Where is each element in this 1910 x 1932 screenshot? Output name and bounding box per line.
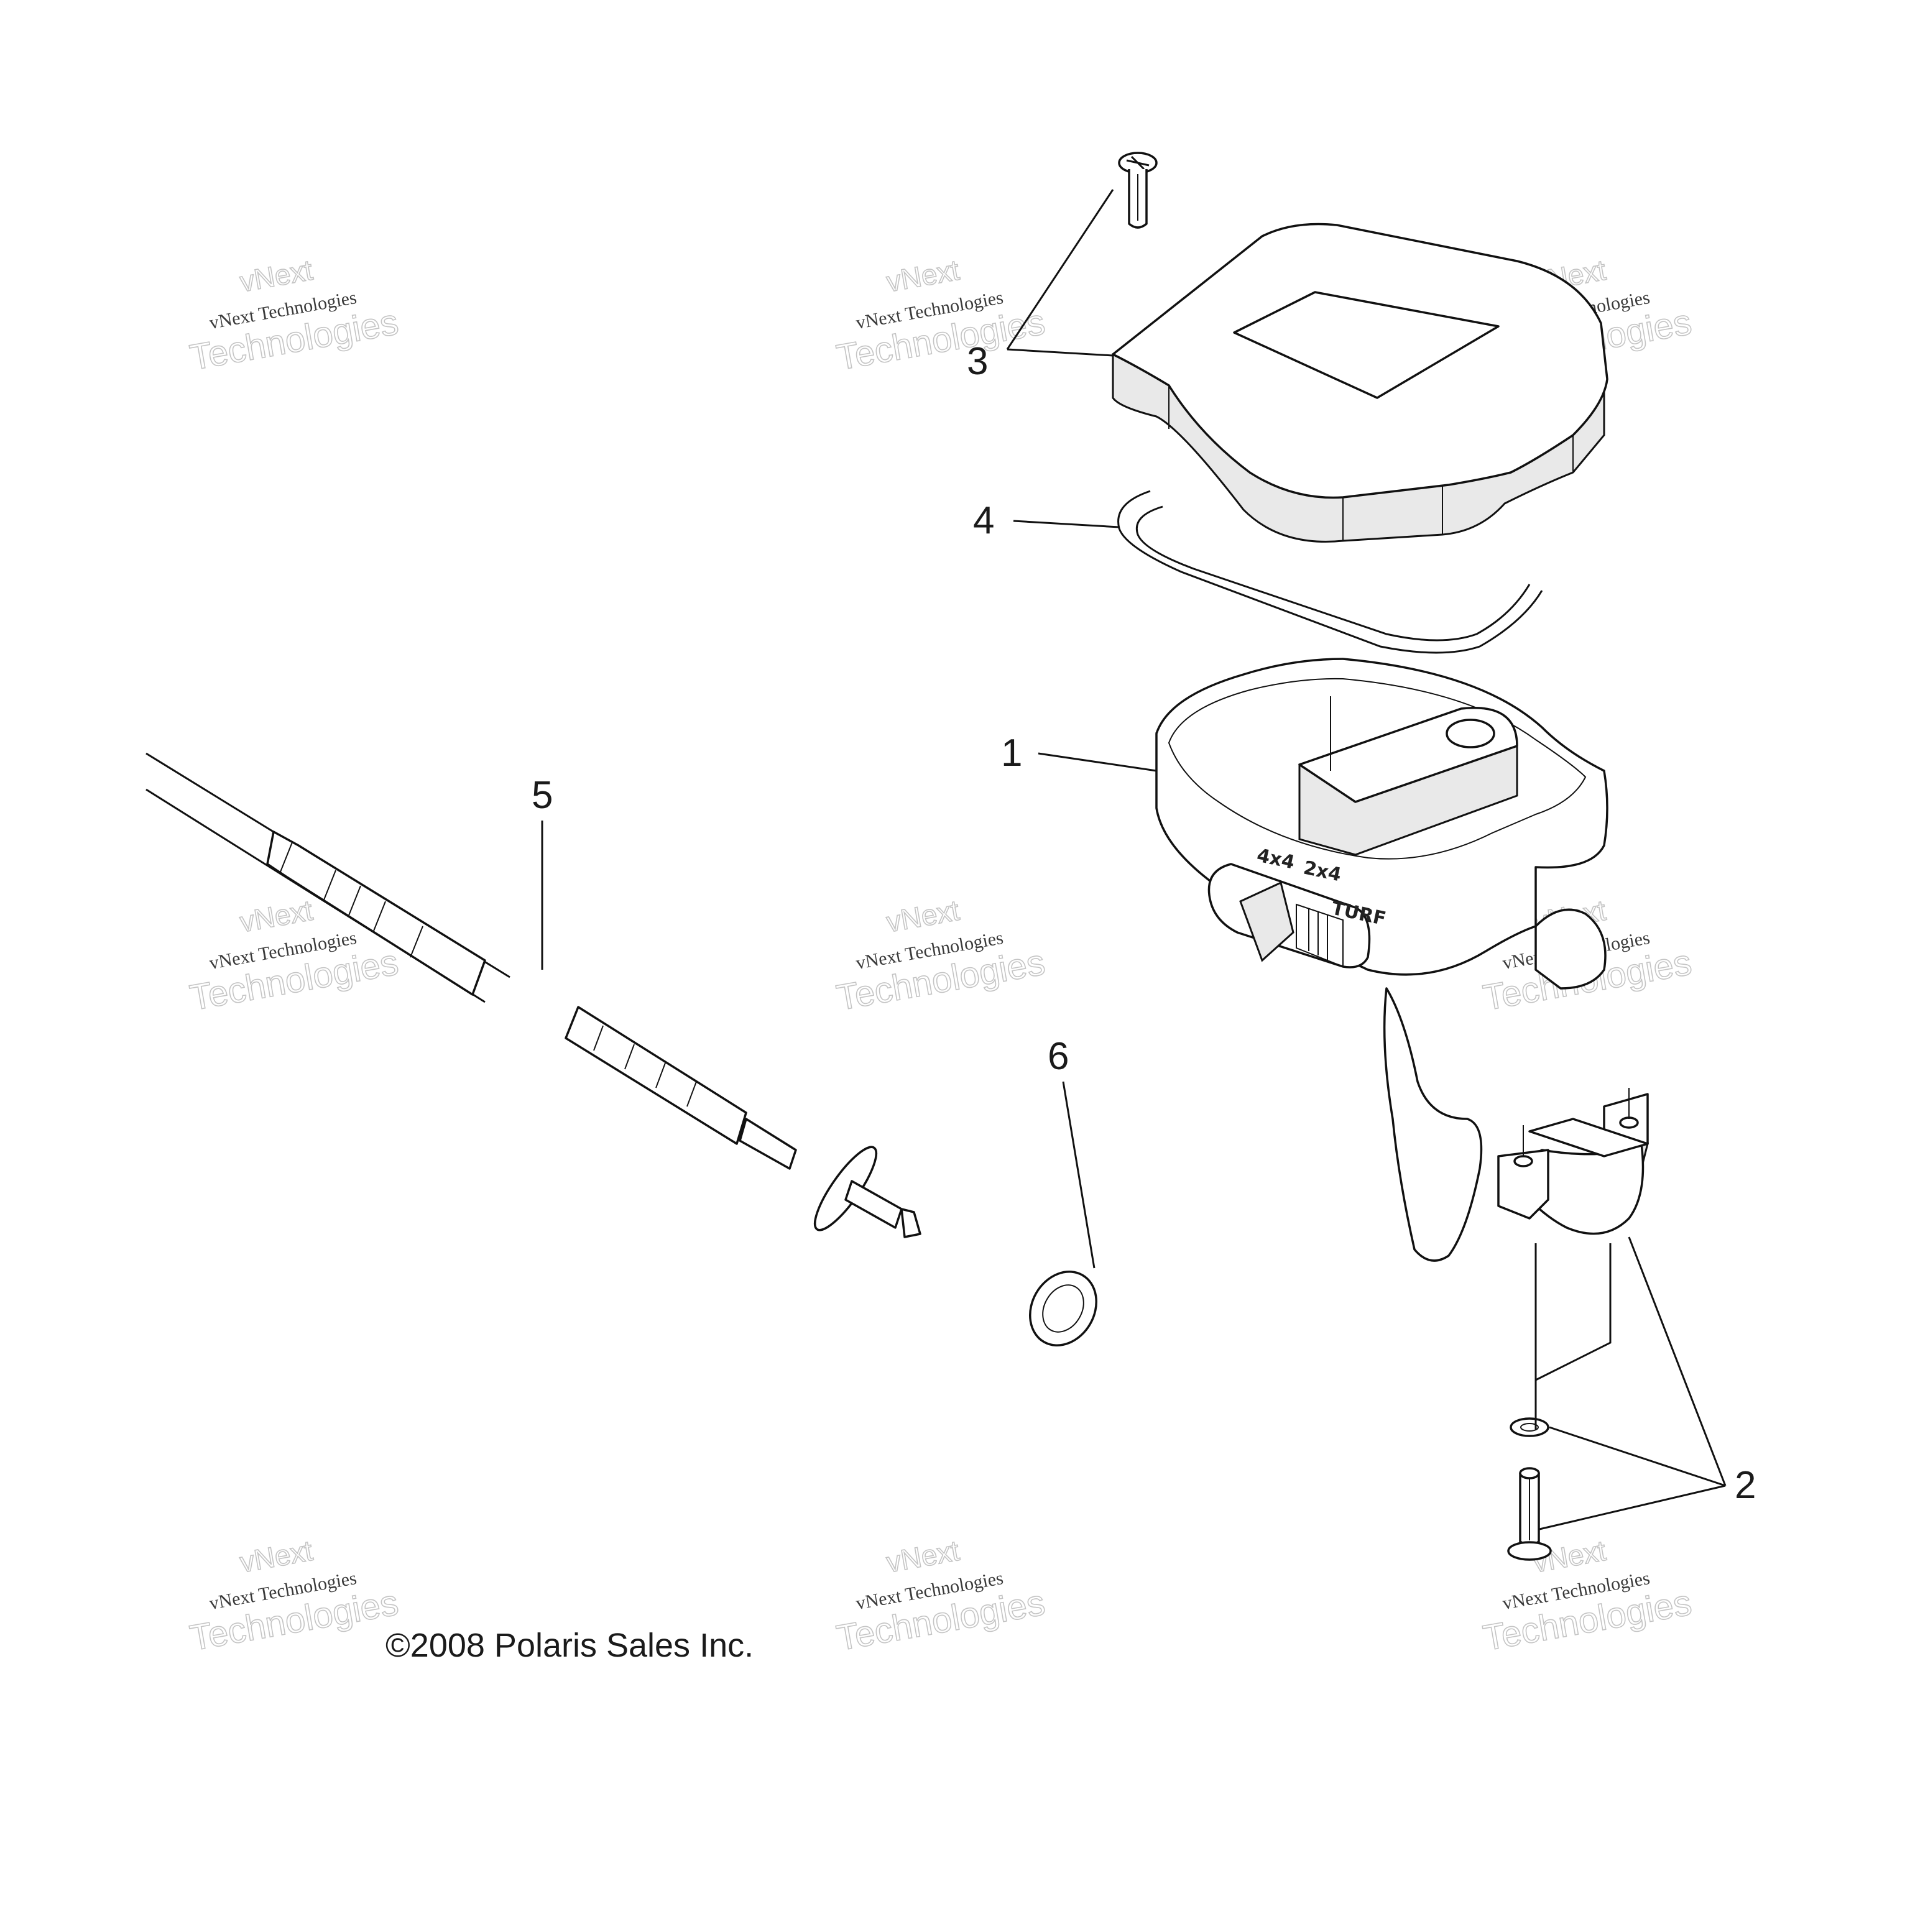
svg-text:6: 6 xyxy=(1048,1035,1069,1078)
clamp-bolt xyxy=(1507,1467,1552,1561)
callout-4: 4 xyxy=(973,499,1120,542)
watermark-top-center: vNext vNext Technologies Technologies xyxy=(833,253,1048,379)
callout-1: 1 xyxy=(1001,732,1157,775)
callout-5: 5 xyxy=(532,774,553,970)
watermark-bottom-right: vNext vNext Technologies Technologies xyxy=(1480,1534,1695,1659)
svg-text:1: 1 xyxy=(1001,732,1022,775)
svg-text:5: 5 xyxy=(532,774,553,817)
svg-text:vNext: vNext xyxy=(884,1534,962,1579)
svg-text:vNext: vNext xyxy=(884,254,962,298)
watermark-bottom-left: vNext vNext Technologies Technologies xyxy=(187,1534,402,1659)
cable-assembly xyxy=(145,752,921,1238)
handlebar-clamp xyxy=(1497,1088,1649,1235)
reservoir-gasket xyxy=(1117,490,1543,654)
svg-text:2: 2 xyxy=(1735,1464,1756,1507)
callout-6: 6 xyxy=(1048,1035,1096,1269)
copyright-text: ©2008 Polaris Sales Inc. xyxy=(385,1627,754,1664)
watermark-top-left: vNext vNext Technologies Technologies xyxy=(187,253,402,379)
svg-text:vNext: vNext xyxy=(238,894,315,939)
svg-text:vNext: vNext xyxy=(884,894,962,939)
cover-screw xyxy=(1118,152,1158,229)
svg-text:4: 4 xyxy=(973,499,994,542)
callout-3: 3 xyxy=(967,189,1114,383)
svg-text:vNext: vNext xyxy=(238,1534,315,1579)
svg-text:vNext: vNext xyxy=(238,254,315,298)
callout-2: 2 xyxy=(1534,1236,1756,1530)
master-cylinder-housing: 4x4 2x4 TURF xyxy=(1155,658,1608,1262)
watermark-mid-center: vNext vNext Technologies Technologies xyxy=(833,893,1048,1019)
seal-ring xyxy=(1028,1271,1098,1346)
watermark-bottom-center: vNext vNext Technologies Technologies xyxy=(833,1534,1048,1659)
reservoir-cover xyxy=(1112,223,1608,543)
clamp-washer xyxy=(1510,1417,1549,1437)
svg-text:3: 3 xyxy=(967,340,988,383)
